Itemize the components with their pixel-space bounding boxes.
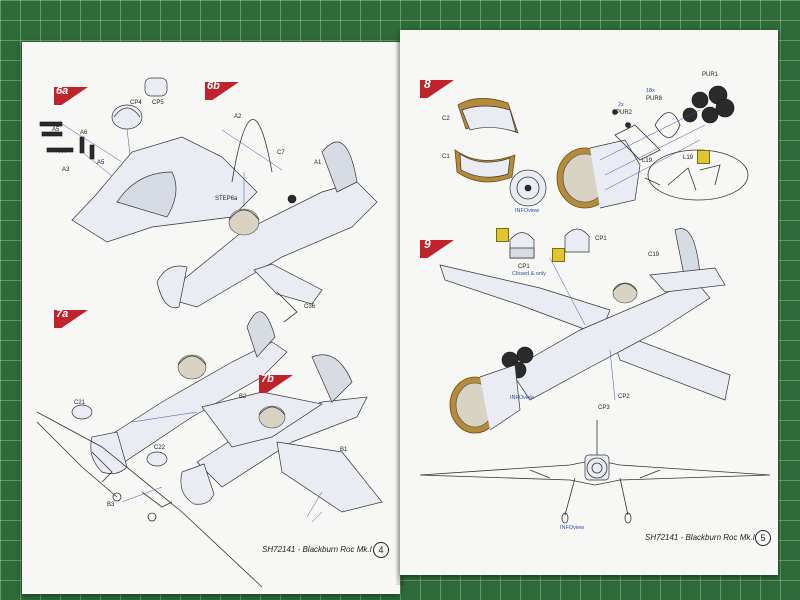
- part-label-pur8: PUR8: [646, 96, 663, 102]
- part-label-a5-second: A5: [97, 160, 105, 166]
- assembly-drawing-right: [419, 85, 771, 524]
- part-label-l19-detail: L19: [683, 155, 694, 161]
- info-marker-yellow: [697, 150, 710, 164]
- part-label-c7: C7: [277, 150, 285, 156]
- part-label-b3: B3: [107, 502, 115, 508]
- step-label-7b: 7b: [261, 373, 274, 385]
- part-label-cp3: CP3: [598, 405, 610, 411]
- part-label-pur2: PUR2: [616, 110, 633, 116]
- part-label-cp1: CP1: [518, 264, 530, 270]
- assembly-drawing-left: [36, 77, 383, 588]
- part-label-a6: A6: [80, 130, 88, 136]
- step-label-6a: 6a: [56, 85, 69, 97]
- part-label-c36: C36: [304, 304, 316, 310]
- part-label-cp4: CP4: [130, 100, 142, 106]
- part-label-a3: A3: [62, 167, 70, 173]
- instruction-page-left: 6a 6b 7a 7b CP4 CP5 A5 A6 A4 A5 A3 A2 C7…: [22, 42, 400, 594]
- info-view-label-2: INFOview: [510, 395, 535, 401]
- step-label-6b: 6b: [207, 80, 220, 92]
- instruction-page-right: 8 9 C2 C1 PUR1 18x PUR8 2x PUR2 L19 L19 …: [400, 30, 778, 575]
- info-view-label-1: INFOview: [515, 208, 540, 214]
- page-footer-left: SH72141 - Blackburn Roc Mk.I: [262, 545, 372, 554]
- page-number-right: 5: [755, 530, 771, 546]
- part-label-c1: C1: [442, 154, 450, 160]
- part-label-a4: A4: [59, 149, 67, 155]
- info-marker-yellow-3: [552, 248, 565, 262]
- info-marker-yellow-2: [496, 228, 509, 242]
- step-label-8: 8: [424, 77, 431, 91]
- part-label-a5: A5: [52, 127, 60, 133]
- part-qty-pur2: 2x: [618, 102, 624, 108]
- page-number-left: 4: [373, 542, 389, 558]
- part-label-step6a: STEP6a: [215, 196, 238, 202]
- part-label-b2: B2: [239, 394, 247, 400]
- part-label-c2: C2: [442, 116, 450, 122]
- part-label-b1: B1: [340, 447, 348, 453]
- info-view-label-3: INFOview: [560, 525, 585, 531]
- step-label-9: 9: [424, 237, 431, 251]
- part-label-cp5: CP5: [152, 100, 164, 106]
- page-footer-right: SH72141 - Blackburn Roc Mk.I: [645, 533, 755, 542]
- part-qty-pur8: 18x: [646, 88, 655, 94]
- part-label-a1: A1: [314, 160, 322, 166]
- part-label-l19: L19: [642, 158, 653, 164]
- part-label-a2: A2: [234, 114, 242, 120]
- cp1-note: Closed & only: [512, 271, 546, 277]
- part-label-pur1: PUR1: [702, 72, 719, 78]
- part-label-cp2: CP2: [618, 394, 630, 400]
- step-label-7a: 7a: [56, 308, 69, 320]
- part-label-cp1-second: CP1: [595, 236, 607, 242]
- part-label-c22: C22: [154, 445, 166, 451]
- part-label-c19: C19: [648, 252, 660, 258]
- part-label-c21: C21: [74, 400, 86, 406]
